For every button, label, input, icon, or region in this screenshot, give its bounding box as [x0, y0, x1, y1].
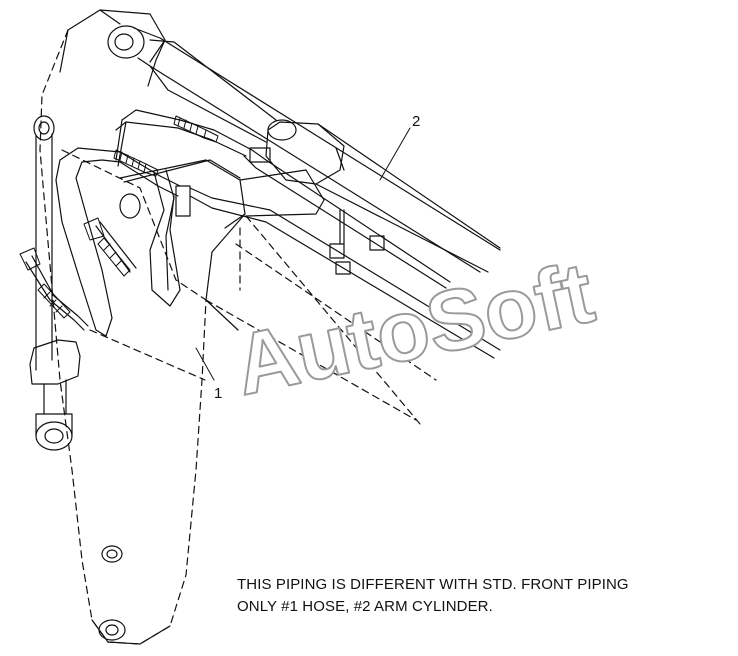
note-line-2: ONLY #1 HOSE, #2 ARM CYLINDER. — [237, 598, 493, 615]
arm-cylinder — [107, 25, 501, 273]
watermark: AutoSoft — [226, 243, 603, 414]
callout-1: 1 — [214, 385, 223, 402]
watermark-text: AutoSoft — [227, 244, 602, 413]
hose-fittings — [19, 115, 219, 319]
boom-foot-pins — [98, 193, 141, 641]
bucket-cylinder — [29, 115, 81, 451]
hose-loop — [25, 109, 253, 337]
callout-leaders — [195, 127, 411, 381]
boom-structure — [39, 9, 437, 645]
note-line-1: THIS PIPING IS DIFFERENT WITH STD. FRONT… — [237, 576, 629, 593]
arm-cylinder-piping — [175, 147, 501, 359]
callout-2: 2 — [412, 113, 421, 130]
